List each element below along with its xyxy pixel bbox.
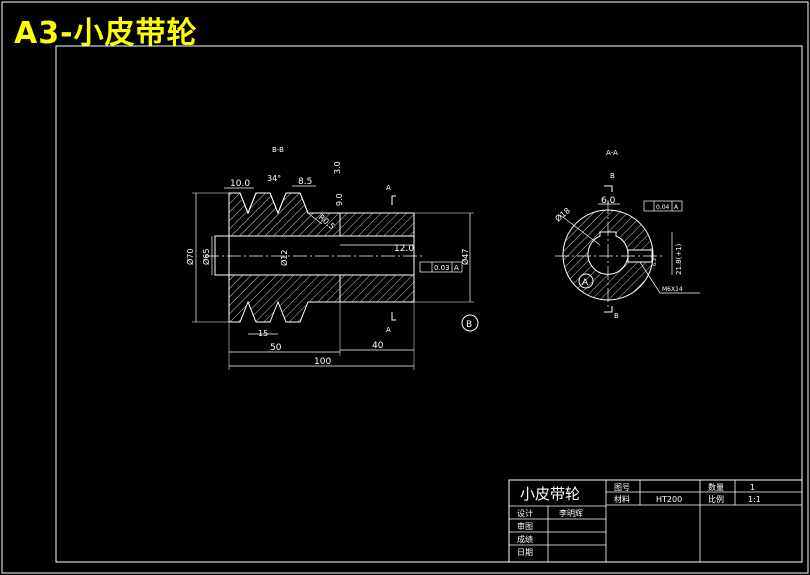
tb-scale-label: 比例 [708,494,724,504]
sym-datum: A [674,204,679,211]
main-section-label: B-B [272,146,284,154]
sym-tol-value: 0.04 [656,204,670,211]
tb-result-label: 成绩 [517,534,533,544]
hub-lower [339,274,415,303]
title-block-frame [508,479,803,563]
small-note: 6.3 [652,258,658,266]
tb-designer: 李明辉 [559,508,583,518]
dim-r-leader [307,212,323,225]
tb-material-value: HT200 [656,495,682,504]
section-arrow-bottom [391,312,396,321]
section-arrow-top [391,195,396,205]
tb-review-label: 审图 [517,521,533,531]
hub-upper [339,212,415,237]
datum-b-circle [461,314,479,332]
section-b-arrow-top [604,185,613,192]
datum-a-label: A [582,278,589,288]
dim-bore: Ø12 [279,250,289,266]
dim-len-hub: 40 [372,341,384,351]
tb-date-label: 日期 [517,548,533,557]
dim-key-depth: 21.8(+1) [675,243,683,275]
dim-pitch: Ø65 [201,249,211,265]
dim-od: Ø70 [185,249,195,265]
tb-drawing-no-label: 图号 [614,483,630,492]
left-flange [214,235,230,276]
section-b-bottom: B [614,312,619,320]
dim-len-total: 100 [314,357,331,367]
thread-leader [639,261,661,294]
dim-groove-top: 10.0 [230,179,250,189]
datum-b-label: B [466,320,472,330]
inner-frame [55,45,803,563]
section-b-top: B [610,172,615,180]
title-block: 小皮带轮 图号 材料 HT200 数量 1 比例 1:1 设计 李明辉 审图 成… [508,479,803,563]
dim-groove-width: 8.5 [298,177,312,187]
sheet-title: A3-小皮带轮 [14,16,198,51]
datum-a-circle [578,273,594,289]
dim-key-width: 6.0 [601,196,616,206]
section-marker-top: A [386,184,391,192]
main-view: B-B [185,146,479,370]
section-view-label: A-A [606,149,618,157]
sym-frame [643,200,683,212]
dim-hub-dia: Ø47 [460,249,470,265]
section-view: A-A 6.0 Ø18 0.04 A 21.8(+1) M6X14 6.3 A … [553,149,700,320]
tb-qty-value: 1 [750,483,755,492]
bore [228,235,415,276]
section-b-arrow-bottom [604,306,613,313]
tb-scale-value: 1:1 [748,495,761,504]
tb-part-name: 小皮带轮 [520,485,580,503]
section-marker-bottom: A [386,326,391,334]
dim-section-dia: Ø18 [553,205,572,223]
tol-value: 0.03 [434,264,450,272]
tb-design-label: 设计 [517,508,533,518]
dim-len-pulley: 50 [270,343,282,353]
dim-groove-angle: 34° [267,174,281,183]
thread-label: M6X14 [662,286,683,293]
tol-datum: A [454,264,459,272]
pulley-body-lower [228,274,341,323]
tb-material-label: 材料 [614,494,630,504]
groove-top [229,192,309,215]
dim-hub-depth: 9.0 [335,193,344,206]
dim-pitch-spacing: 15 [258,329,268,338]
tol-frame [419,261,463,273]
dim-groove-depth: 3.0 [333,161,342,174]
dim-bore-len: 12.0 [394,244,414,254]
dim-dia-leader [559,214,601,246]
tb-qty-label: 数量 [708,482,724,492]
